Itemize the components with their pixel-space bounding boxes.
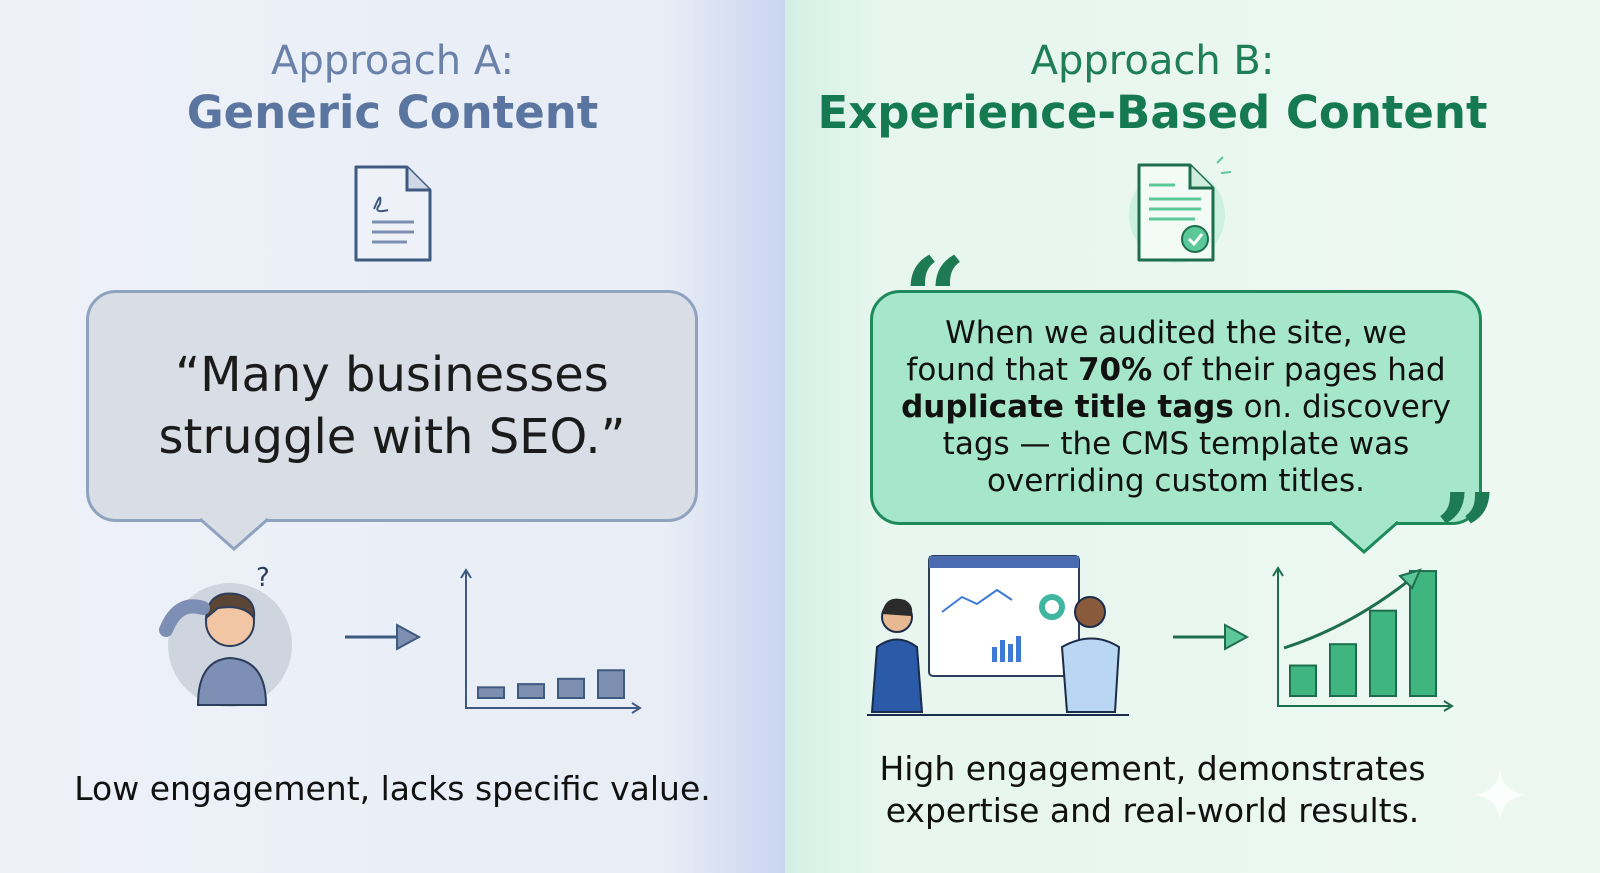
chart-axes <box>1277 568 1452 707</box>
trend-line <box>1283 576 1413 650</box>
quote-line: When we audited the site, we <box>945 315 1407 352</box>
chart-bar <box>557 677 585 700</box>
quote-text: overriding custom titles. <box>986 463 1366 499</box>
approach-a-panel: Approach A: Generic Content “Many busine… <box>0 0 785 873</box>
chart-bar <box>477 686 505 700</box>
confused-person-illustration: ? <box>159 563 292 707</box>
approach-a-title: Generic Content <box>186 86 599 139</box>
quote-line: struggle with SEO.” <box>158 409 626 465</box>
close-quote-icon: ” <box>1435 469 1498 598</box>
quote-text: on. discovery <box>1233 389 1451 425</box>
generic-quote-bubble: “Many businesses struggle with SEO.” <box>86 290 698 522</box>
approach-b-caption: High engagement, demonstrates expertise … <box>745 748 1560 832</box>
chart-bar <box>1369 609 1397 698</box>
sparkle-icon <box>1475 770 1525 820</box>
open-quote-icon: “ <box>903 233 966 362</box>
quote-line: overriding custom titles. <box>987 463 1365 500</box>
approach-a-caption: Low engagement, lacks specific value. <box>74 769 711 808</box>
chart-axes <box>465 570 640 709</box>
document-icon <box>354 165 432 262</box>
chart-bar <box>597 669 625 700</box>
quote-highlight: duplicate title tags <box>901 389 1234 425</box>
quote-line: tags — the CMS template was <box>943 426 1410 463</box>
certified-document-icon <box>1129 156 1232 263</box>
quote-text: tags — the CMS template was <box>942 426 1410 462</box>
arrow-icon <box>345 623 422 651</box>
low-engagement-chart <box>460 568 642 714</box>
axis-arrowheads <box>460 568 642 714</box>
axis-arrowheads <box>1272 566 1454 712</box>
chart-bar <box>1289 664 1317 698</box>
quote-line: “Many businesses <box>175 347 609 403</box>
quote-highlight: 70% <box>1077 352 1153 388</box>
svg-text:?: ? <box>256 563 270 593</box>
bubble-tail <box>1329 520 1399 555</box>
caption-line: High engagement, demonstrates <box>879 749 1426 788</box>
quote-text: When we audited the site, we <box>945 315 1407 351</box>
approach-b-label: Approach B: <box>1030 38 1275 84</box>
trend-arrowhead <box>1398 568 1422 590</box>
quote-text: found that <box>906 352 1078 388</box>
chart-bar <box>1329 643 1357 697</box>
quote-line: found that 70% of their pages had <box>906 352 1445 389</box>
quote-line: duplicate title tags on. discovery <box>901 389 1451 426</box>
chart-bar <box>1409 570 1437 697</box>
arrow-icon <box>1173 623 1250 651</box>
experience-quote-bubble: When we audited the site, we found that … <box>870 290 1482 525</box>
approach-a-label: Approach A: <box>271 38 514 84</box>
approach-b-panel: Approach B: Experience-Based Content Whe… <box>785 0 1600 873</box>
svg-text:”: ” <box>1435 469 1498 598</box>
bubble-tail <box>199 517 269 552</box>
approach-b-title: Experience-Based Content <box>817 86 1488 139</box>
quote-text: of their pages had <box>1152 352 1446 388</box>
team-dashboard-illustration <box>867 555 1129 716</box>
svg-text:“: “ <box>903 233 966 362</box>
caption-line: expertise and real-world results. <box>885 791 1420 830</box>
chart-bar <box>517 683 545 699</box>
high-engagement-chart <box>1272 566 1454 712</box>
